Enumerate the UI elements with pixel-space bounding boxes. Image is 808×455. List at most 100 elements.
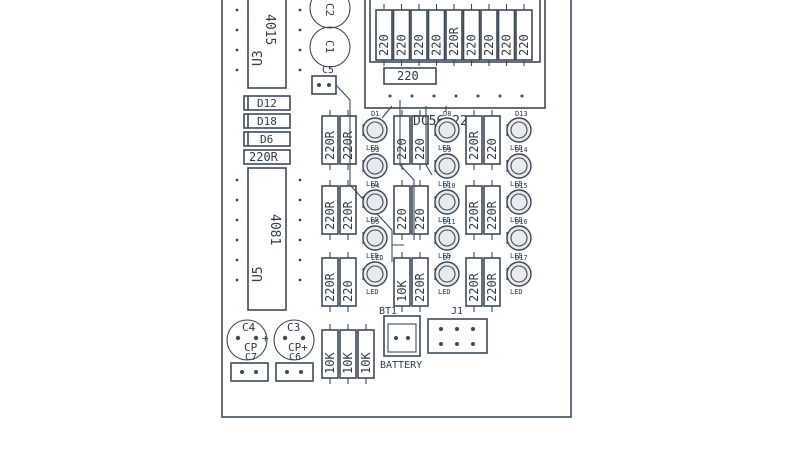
module-resistor-5: 220: [462, 4, 481, 66]
cap-c1-label: C1: [323, 40, 336, 53]
cap-c4-mark: CP: [244, 341, 258, 354]
chip-u5-value: 4081: [267, 214, 282, 245]
battery-ref: BT1: [379, 306, 397, 317]
led-col3-1-name: LED: [510, 180, 523, 188]
resistor-right-top-1: 220: [483, 110, 501, 170]
diode-d18: D18: [243, 113, 291, 129]
led-col3-3-ref: D16: [515, 218, 528, 226]
module-resistor-6-label: 220: [482, 34, 496, 56]
cap-c6-label: C6: [289, 352, 301, 363]
cap-c3-mark: CP+: [288, 341, 308, 354]
chip-u5-ref: U5: [251, 266, 266, 282]
led-col1-2-name: LED: [366, 216, 379, 224]
led-col1-0-ref: D1: [371, 110, 379, 118]
led-col2-1-name: LED: [438, 180, 451, 188]
module-bottom-resistor: [383, 67, 437, 85]
resistor-center-bot-0-label: 10K: [395, 280, 409, 302]
led-col3-2-name: LED: [510, 216, 523, 224]
module-resistor-8-label: 220: [517, 34, 531, 56]
module-resistor-2: 220: [410, 4, 428, 66]
resistor-right-mid-0-label: 220R: [467, 200, 481, 230]
resistor-right-mid-1: 220R: [483, 180, 501, 240]
led-col3-2-ref: D15: [515, 182, 528, 190]
module-resistor-4: 220R: [445, 4, 463, 66]
led-col2-2-ref: D10: [443, 182, 456, 190]
module-resistor-7: 220: [497, 4, 516, 66]
cap-c7: C7: [230, 352, 269, 382]
module-resistor-4-label: 220R: [447, 26, 461, 56]
led-col2-4-name: LED: [438, 288, 451, 296]
led-col1-0-name: LED: [366, 144, 379, 152]
led-col2-2-name: LED: [438, 216, 451, 224]
module-resistor-6: 220: [480, 4, 498, 66]
led-array: D1LEDD3LEDD4LEDD5LEDLEDLEDD8LEDD9LEDD10L…: [362, 110, 532, 296]
chip-u3-value: 4015: [262, 14, 277, 45]
connector-j1: J1: [427, 306, 488, 354]
led-col1-2-ref: D4: [371, 182, 379, 190]
led-col2-3-name: LED: [438, 252, 451, 260]
diode-d12: D12: [243, 95, 291, 111]
resistor-left-label: 220R: [249, 150, 279, 164]
resistor-center-bot-1-label: 220R: [413, 272, 427, 302]
traces: [335, 84, 447, 262]
resistor-right-top-1-label: 220: [485, 138, 499, 160]
module-resistor-3-label: 220: [430, 34, 444, 56]
led-col1-1-name: LED: [366, 180, 379, 188]
resistor-center-top-1: 220: [411, 110, 429, 170]
resistor-right-mid-0: 220R: [465, 180, 483, 240]
led-col2-0-name: LED: [438, 144, 451, 152]
cap-c4-ref: C4: [242, 321, 256, 334]
resistor-right-bot-0: 220R: [465, 252, 483, 312]
led-col2-1-ref: D9: [443, 146, 451, 154]
led-col2-0-ref: D8: [443, 110, 451, 118]
resistor-col-a-top-0-label: 220R: [323, 130, 337, 160]
resistor-center-top-0: 220: [393, 110, 411, 170]
resistor-center-bot-1: 220R: [411, 252, 429, 312]
module-pins: [388, 94, 524, 98]
connector-j1-label: J1: [451, 306, 463, 317]
led-col1-3-ref: D5: [371, 218, 379, 226]
resistor-right-bot-0-label: 220R: [467, 272, 481, 302]
resistor-right-mid-1-label: 220R: [485, 200, 499, 230]
led-col1-1-ref: D3: [371, 146, 379, 154]
led-col2-3-ref: D11: [443, 218, 456, 226]
resistor-right-top-0-label: 220R: [467, 130, 481, 160]
diode-d18-label: D18: [257, 115, 277, 128]
module-resistor-1-label: 220: [395, 34, 409, 56]
resistor-col-a-mid-1-label: 220R: [341, 200, 355, 230]
resistor-col-a-bot-0-label: 220R: [323, 272, 337, 302]
resistor-col-a-bot-1-label: 220: [341, 280, 355, 302]
cap-c3-ref: C3: [287, 321, 300, 334]
module-resistor-5-label: 220: [465, 34, 479, 56]
resistor-bottom-row-2-label: 10K: [359, 352, 373, 374]
svg-text:+: +: [262, 332, 269, 345]
battery-connector-bt1: BT1 BATTERY: [379, 306, 422, 371]
led-col3-4-name: LED: [510, 288, 523, 296]
led-col3-0-name: LED: [510, 144, 523, 152]
resistor-center-bot-0: 10K: [393, 252, 411, 312]
resistor-right-bot-1-label: 220R: [485, 272, 499, 302]
resistor-center-mid-1: 220: [411, 180, 429, 240]
resistor-center-top-0-label: 220: [395, 138, 409, 160]
cap-c2: C2: [309, 0, 351, 29]
module-resistor-8: 220: [515, 4, 533, 66]
module-resistor-0-label: 220: [377, 34, 391, 56]
led-col3-1-ref: D14: [515, 146, 528, 154]
resistor-bottom-row-0-label: 10K: [323, 352, 337, 374]
module-bottom-resistor-label: 220: [397, 69, 419, 83]
resistor-right-bot-1: 220R: [483, 252, 501, 312]
